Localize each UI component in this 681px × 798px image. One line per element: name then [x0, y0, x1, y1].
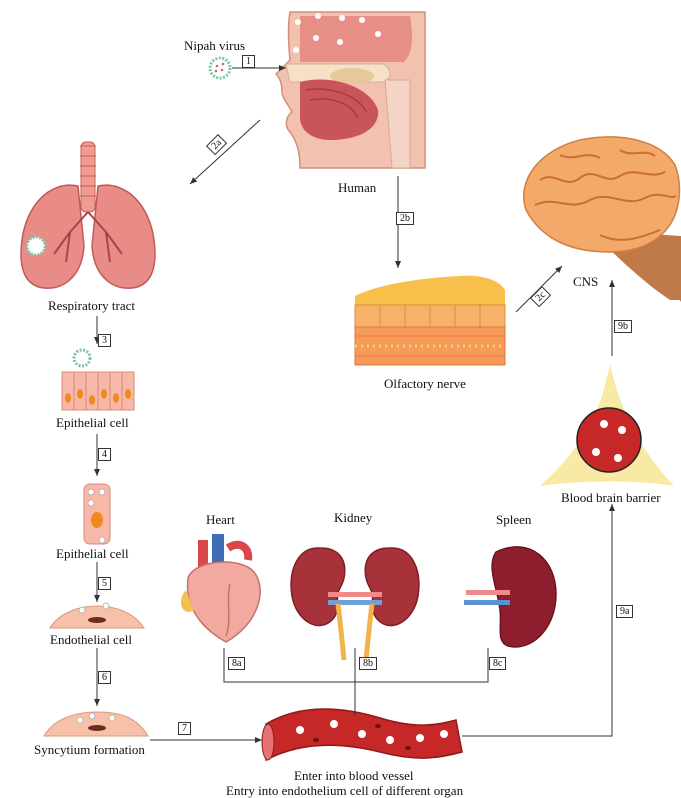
label-entry-endothelium: Entry into endothelium cell of different…	[226, 783, 463, 798]
syncytium-illustration	[44, 712, 148, 736]
step-3: 3	[98, 334, 111, 347]
step-8b: 8b	[359, 657, 377, 670]
step-9a: 9a	[616, 605, 633, 618]
infected-epithelial-cell-illustration	[84, 484, 110, 544]
step-8a: 8a	[228, 657, 245, 670]
step-2b: 2b	[396, 212, 414, 225]
label-human: Human	[338, 180, 376, 195]
label-nipah-virus: Nipah virus	[184, 38, 245, 53]
kidneys-illustration	[291, 548, 419, 660]
step-6: 6	[98, 671, 111, 684]
olfactory-tissue-illustration	[355, 276, 505, 365]
spleen-illustration	[464, 547, 556, 647]
step-9b: 9b	[614, 320, 632, 333]
label-respiratory-tract: Respiratory tract	[48, 298, 135, 313]
heart-illustration	[181, 534, 260, 642]
step-8c: 8c	[489, 657, 506, 670]
label-epithelial-cell-1: Epithelial cell	[56, 415, 129, 430]
brain-illustration	[524, 137, 681, 302]
label-olfactory-nerve: Olfactory nerve	[384, 376, 466, 391]
label-endothelial-cell: Endothelial cell	[50, 632, 132, 647]
step-5: 5	[98, 577, 111, 590]
endothelial-cell-illustration	[50, 603, 144, 628]
label-enter-blood-vessel: Enter into blood vessel	[294, 768, 414, 783]
label-heart: Heart	[206, 512, 235, 527]
step-4: 4	[98, 448, 111, 461]
label-cns: CNS	[573, 274, 598, 289]
label-spleen: Spleen	[496, 512, 531, 527]
step-7: 7	[178, 722, 191, 735]
blood-vessel-illustration	[262, 709, 462, 760]
label-kidney: Kidney	[334, 510, 372, 525]
human-head-illustration	[276, 12, 425, 168]
step-1: 1	[242, 55, 255, 68]
label-blood-brain-barrier: Blood brain barrier	[561, 490, 661, 505]
blood-brain-barrier-illustration	[540, 364, 674, 486]
label-epithelial-cell-2: Epithelial cell	[56, 546, 129, 561]
epithelial-cells-illustration	[62, 350, 134, 410]
nipah-virus-particle	[210, 58, 230, 78]
label-syncytium-formation: Syncytium formation	[34, 742, 145, 757]
lungs-illustration	[21, 142, 155, 288]
virus-in-lungs	[27, 237, 45, 255]
